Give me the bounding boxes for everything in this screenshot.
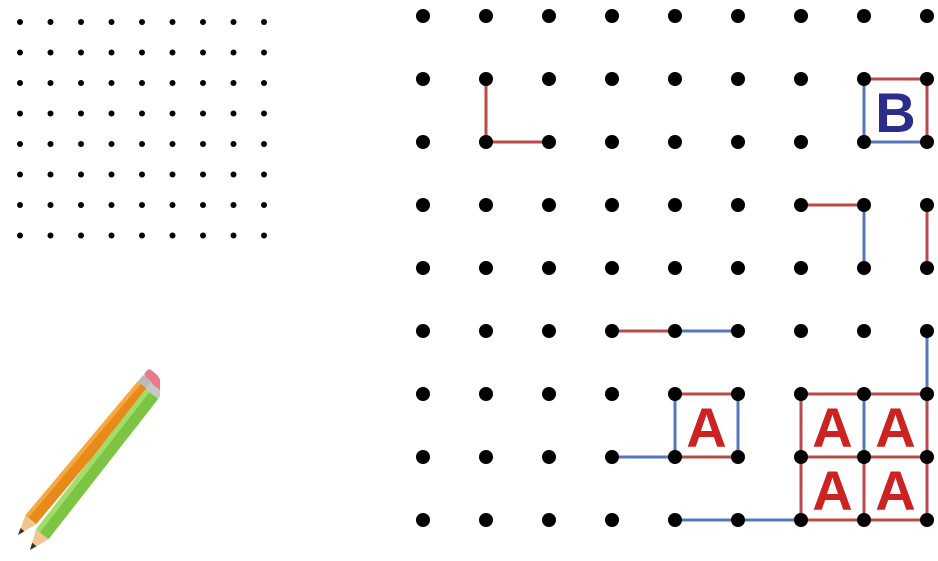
board-dot[interactable] bbox=[416, 9, 430, 23]
board-dot[interactable] bbox=[857, 513, 871, 527]
board-dot[interactable] bbox=[668, 72, 682, 86]
board-dot[interactable] bbox=[794, 513, 808, 527]
board-dot[interactable] bbox=[668, 324, 682, 338]
board-dot[interactable] bbox=[416, 324, 430, 338]
board-dot[interactable] bbox=[857, 261, 871, 275]
box-letter: A bbox=[875, 459, 915, 522]
board-dot[interactable] bbox=[605, 513, 619, 527]
board-dot[interactable] bbox=[479, 198, 493, 212]
orange-pencil-icon bbox=[13, 368, 160, 539]
board-dot[interactable] bbox=[794, 387, 808, 401]
board-dot[interactable] bbox=[479, 261, 493, 275]
board-dot[interactable] bbox=[605, 387, 619, 401]
board-dot[interactable] bbox=[920, 261, 934, 275]
board-dot[interactable] bbox=[479, 72, 493, 86]
board-dot[interactable] bbox=[857, 450, 871, 464]
board-dot[interactable] bbox=[542, 324, 556, 338]
board-dot[interactable] bbox=[668, 9, 682, 23]
board-dot[interactable] bbox=[668, 387, 682, 401]
board-dot[interactable] bbox=[668, 135, 682, 149]
board-dot[interactable] bbox=[605, 135, 619, 149]
board-dot[interactable] bbox=[731, 72, 745, 86]
box-letter: B bbox=[875, 81, 915, 144]
board-dot[interactable] bbox=[479, 513, 493, 527]
claimed-box-b: B bbox=[875, 81, 915, 144]
board-dot[interactable] bbox=[479, 324, 493, 338]
board-dot[interactable] bbox=[857, 198, 871, 212]
board-dot[interactable] bbox=[479, 135, 493, 149]
board-dot[interactable] bbox=[731, 324, 745, 338]
board-dot[interactable] bbox=[542, 513, 556, 527]
board-dot[interactable] bbox=[668, 513, 682, 527]
board-dot[interactable] bbox=[731, 387, 745, 401]
box-letter: A bbox=[812, 459, 852, 522]
board-dot[interactable] bbox=[542, 9, 556, 23]
board-dot[interactable] bbox=[542, 135, 556, 149]
board-dot[interactable] bbox=[794, 450, 808, 464]
board-dot[interactable] bbox=[416, 513, 430, 527]
board-dot[interactable] bbox=[668, 261, 682, 275]
board-dot[interactable] bbox=[920, 324, 934, 338]
board-dot[interactable] bbox=[542, 387, 556, 401]
board-dot[interactable] bbox=[605, 9, 619, 23]
board-dot[interactable] bbox=[794, 324, 808, 338]
board-dot[interactable] bbox=[542, 72, 556, 86]
board-dot[interactable] bbox=[416, 72, 430, 86]
claimed-box-a: A bbox=[812, 396, 852, 459]
board-dot[interactable] bbox=[542, 198, 556, 212]
pencils-icon bbox=[0, 350, 160, 561]
board-dot[interactable] bbox=[794, 261, 808, 275]
board-dot[interactable] bbox=[920, 450, 934, 464]
board-dot[interactable] bbox=[794, 9, 808, 23]
board-dot[interactable] bbox=[416, 450, 430, 464]
board-dot[interactable] bbox=[857, 9, 871, 23]
claimed-box-a: A bbox=[875, 459, 915, 522]
claimed-box-a: A bbox=[686, 396, 726, 459]
board-dot[interactable] bbox=[920, 198, 934, 212]
box-letter: A bbox=[875, 396, 915, 459]
board-dot[interactable] bbox=[731, 9, 745, 23]
board-dot[interactable] bbox=[920, 9, 934, 23]
board-dot[interactable] bbox=[920, 513, 934, 527]
board-dot[interactable] bbox=[605, 324, 619, 338]
board-dot[interactable] bbox=[479, 387, 493, 401]
board-dot[interactable] bbox=[668, 450, 682, 464]
board-dot[interactable] bbox=[416, 198, 430, 212]
board-dot[interactable] bbox=[416, 135, 430, 149]
board-dot[interactable] bbox=[479, 9, 493, 23]
claimed-box-a: A bbox=[875, 396, 915, 459]
board-dot[interactable] bbox=[605, 261, 619, 275]
board-dot[interactable] bbox=[857, 135, 871, 149]
board-dot[interactable] bbox=[479, 450, 493, 464]
board-dot[interactable] bbox=[920, 135, 934, 149]
board-dot[interactable] bbox=[731, 135, 745, 149]
board-dot[interactable] bbox=[794, 72, 808, 86]
board-dot[interactable] bbox=[857, 72, 871, 86]
box-letter: A bbox=[812, 396, 852, 459]
board-dot[interactable] bbox=[920, 72, 934, 86]
board-dot[interactable] bbox=[731, 198, 745, 212]
box-letter: A bbox=[686, 396, 726, 459]
board-dot[interactable] bbox=[542, 261, 556, 275]
board-dot[interactable] bbox=[542, 450, 556, 464]
board-dot[interactable] bbox=[416, 261, 430, 275]
board-dot[interactable] bbox=[416, 387, 430, 401]
board-dot[interactable] bbox=[731, 261, 745, 275]
board-dot[interactable] bbox=[920, 387, 934, 401]
board-dot[interactable] bbox=[794, 135, 808, 149]
board-dot[interactable] bbox=[668, 198, 682, 212]
board-dot[interactable] bbox=[857, 387, 871, 401]
claimed-box-a: A bbox=[812, 459, 852, 522]
board-dot[interactable] bbox=[731, 513, 745, 527]
board-dot[interactable] bbox=[731, 450, 745, 464]
board-dot[interactable] bbox=[605, 450, 619, 464]
board-dot[interactable] bbox=[605, 198, 619, 212]
board-dot[interactable] bbox=[857, 324, 871, 338]
green-pencil-icon bbox=[24, 376, 160, 555]
board-dot[interactable] bbox=[605, 72, 619, 86]
board-dot[interactable] bbox=[794, 198, 808, 212]
